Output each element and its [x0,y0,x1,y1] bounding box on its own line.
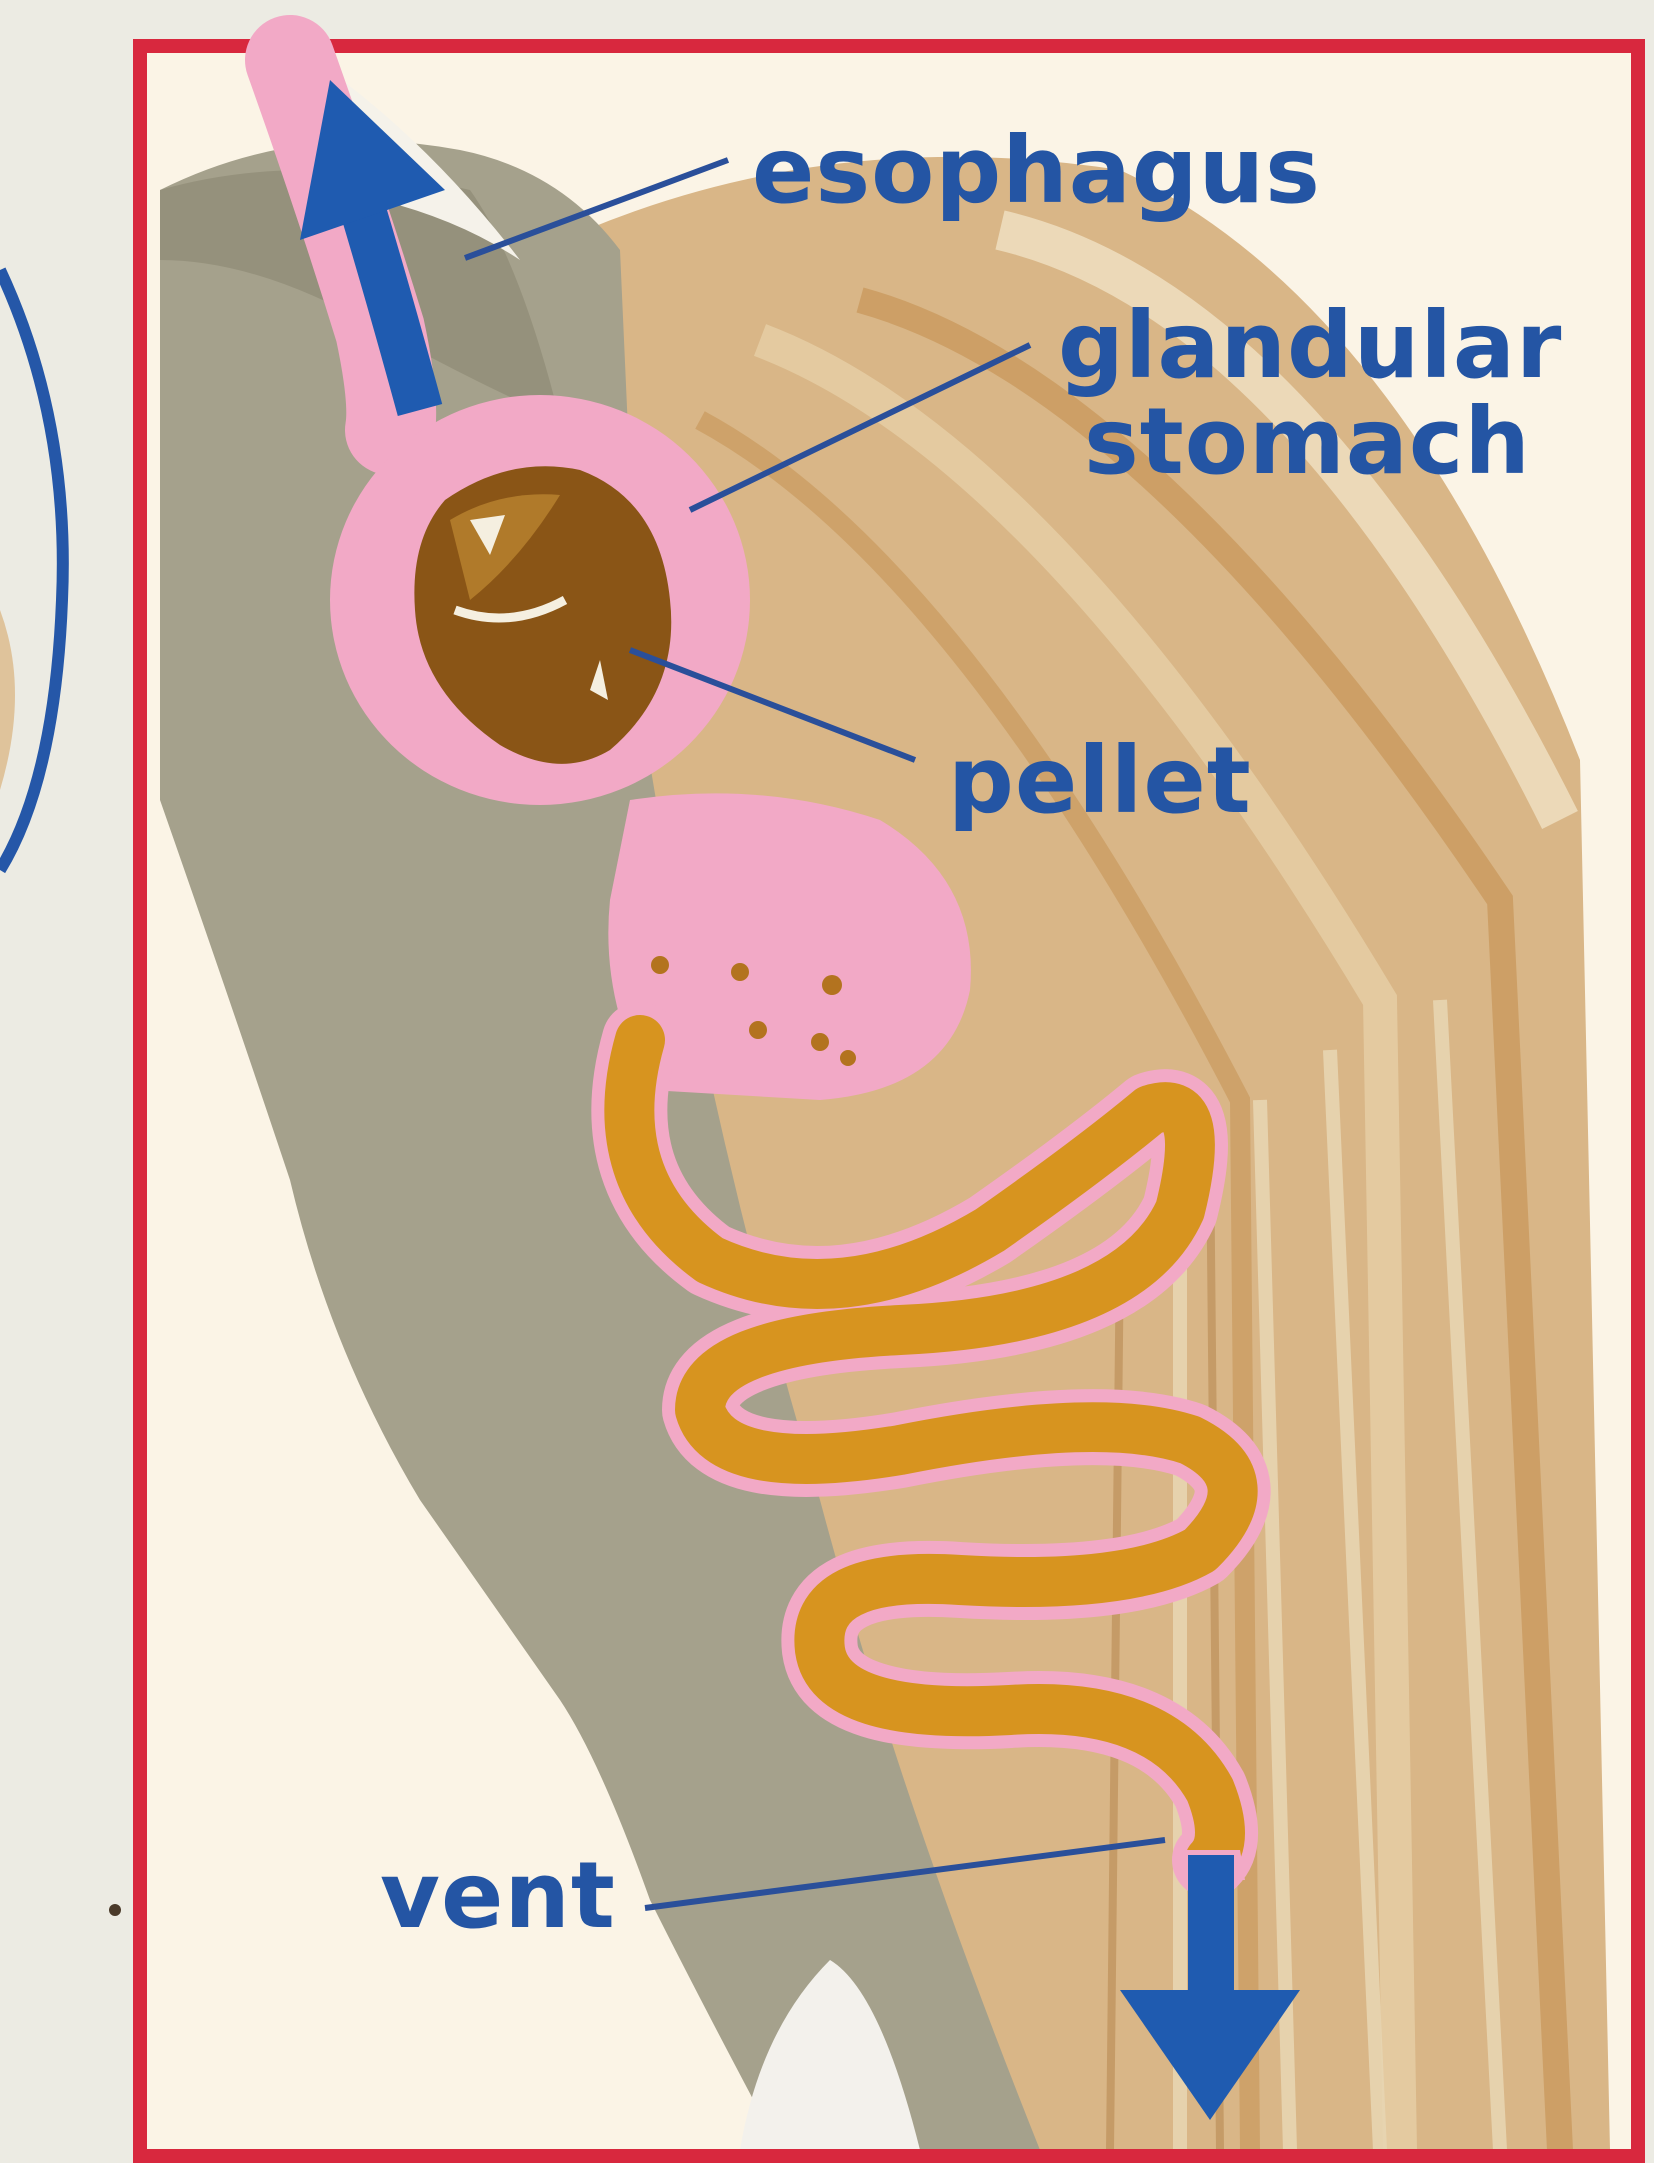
label-esophagus: esophagus [752,125,1321,217]
label-pellet: pellet [948,735,1252,827]
label-glandular-stomach-line2: stomach [1084,396,1562,488]
label-glandular-stomach: glandular stomach [1058,300,1562,488]
label-glandular-stomach-line1: glandular [1058,300,1562,392]
label-vent: vent [380,1850,616,1942]
